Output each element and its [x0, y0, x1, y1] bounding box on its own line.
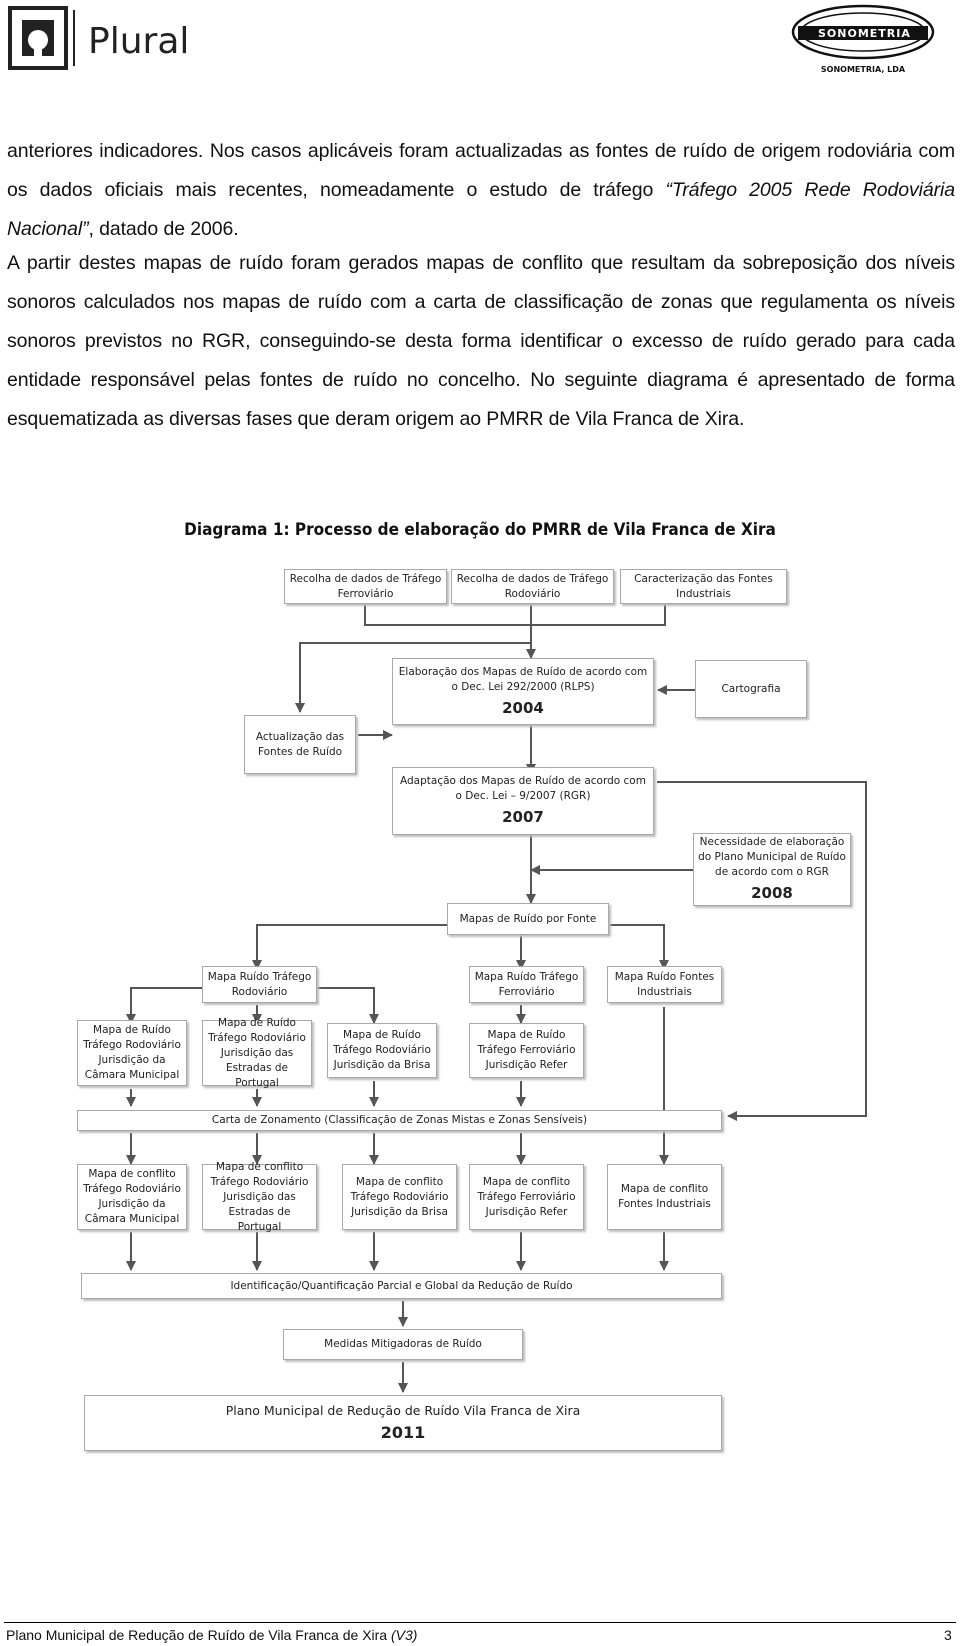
box-mapa-ruido-rodoviario: Mapa Ruído Tráfego Rodoviário — [202, 966, 317, 1003]
box-mc-industriais: Mapa de conflito Fontes Industriais — [607, 1164, 722, 1230]
box-carta-zonamento: Carta de Zonamento (Classificação de Zon… — [77, 1110, 722, 1131]
sonometria-logo-text: SONOMETRIA — [818, 27, 911, 40]
page-number: 3 — [944, 1627, 952, 1643]
footer-version: (V3) — [390, 1627, 418, 1643]
year-2007: 2007 — [502, 808, 544, 826]
paragraph-1: anteriores indicadores. Nos casos aplicá… — [7, 132, 955, 249]
box-recolha-rodoviario: Recolha de dados de Tráfego Rodoviário — [451, 569, 614, 604]
paragraph-1-start: anteriores indicadores. Nos casos aplicá… — [7, 140, 955, 201]
diagram-title: Diagrama 1: Processo de elaboração do PM… — [184, 520, 776, 540]
box-mapa-ruido-industriais: Mapa Ruído Fontes Industriais — [607, 966, 722, 1003]
plural-logo-text: Plural — [88, 21, 189, 62]
box-mr-estradas-portugal: Mapa de Ruído Tráfego Rodoviário Jurisdi… — [202, 1017, 312, 1089]
box-mr-camara-municipal: Mapa de Ruído Tráfego Rodoviário Jurisdi… — [77, 1020, 187, 1086]
paragraph-1-end: , datado de 2006. — [88, 218, 239, 240]
box-recolha-ferroviario: Recolha de dados de Tráfego Ferroviário — [284, 569, 447, 604]
box-cartografia: Cartografia — [695, 660, 807, 718]
box-mc-refer: Mapa de conflito Tráfego Ferroviário Jur… — [469, 1164, 584, 1230]
box-actualizacao-fontes: Actualização das Fontes de Ruído — [244, 715, 356, 774]
paragraph-1-italic: “Tráfego 2005 Rede Rodoviária Nacional” — [7, 179, 955, 240]
necessidade-text: Necessidade de elaboração do Plano Munic… — [698, 836, 846, 878]
box-adaptacao-2007: Adaptação dos Mapas de Ruído de acordo c… — [392, 767, 654, 835]
box-mapas-por-fonte: Mapas de Ruído por Fonte — [447, 903, 609, 935]
year-2011: 2011 — [380, 1423, 426, 1442]
paragraph-2: A partir destes mapas de ruído foram ger… — [7, 252, 955, 430]
box-identificacao-quantificacao: Identificação/Quantificação Parcial e Gl… — [81, 1273, 722, 1299]
box-necessidade-2008: Necessidade de elaboração do Plano Munic… — [693, 833, 851, 906]
box-medidas-mitigadoras: Medidas Mitigadoras de Ruído — [283, 1329, 523, 1360]
year-2004: 2004 — [502, 698, 544, 717]
box-mr-refer: Mapa de Ruído Tráfego Ferroviário Jurisd… — [469, 1023, 584, 1078]
footer-title: Plano Municipal de Redução de Ruído de V… — [6, 1627, 417, 1643]
box-mapa-ruido-ferroviario: Mapa Ruído Tráfego Ferroviário — [469, 966, 584, 1003]
footer-title-text: Plano Municipal de Redução de Ruído de V… — [6, 1627, 391, 1643]
sonometria-logo: SONOMETRIA SONOMETRIA, LDA — [790, 2, 936, 76]
plural-logo: Plural — [8, 6, 208, 70]
box-mr-brisa: Mapa de Ruído Tráfego Rodoviário Jurisdi… — [327, 1023, 437, 1078]
year-2008: 2008 — [751, 884, 793, 902]
box-caracterizacao-industriais: Caracterização das Fontes Industriais — [620, 569, 787, 604]
adaptacao-2007-text: Adaptação dos Mapas de Ruído de acordo c… — [400, 775, 646, 802]
box-elaboracao-2004: Elaboração dos Mapas de Ruído de acordo … — [392, 658, 654, 725]
sonometria-logo-subtext: SONOMETRIA, LDA — [821, 65, 906, 74]
plano-text: Plano Municipal de Redução de Ruído Vila… — [225, 1403, 581, 1418]
box-mc-camara-municipal: Mapa de conflito Tráfego Rodoviário Juri… — [77, 1164, 187, 1230]
box-plano-municipal-2011: Plano Municipal de Redução de Ruído Vila… — [84, 1395, 722, 1451]
box-mc-estradas-portugal: Mapa de conflito Tráfego Rodoviário Juri… — [202, 1161, 317, 1233]
box-mc-brisa: Mapa de conflito Tráfego Rodoviário Juri… — [342, 1164, 457, 1230]
footer-rule — [4, 1622, 956, 1623]
elaboracao-2004-text: Elaboração dos Mapas de Ruído de acordo … — [398, 665, 648, 693]
